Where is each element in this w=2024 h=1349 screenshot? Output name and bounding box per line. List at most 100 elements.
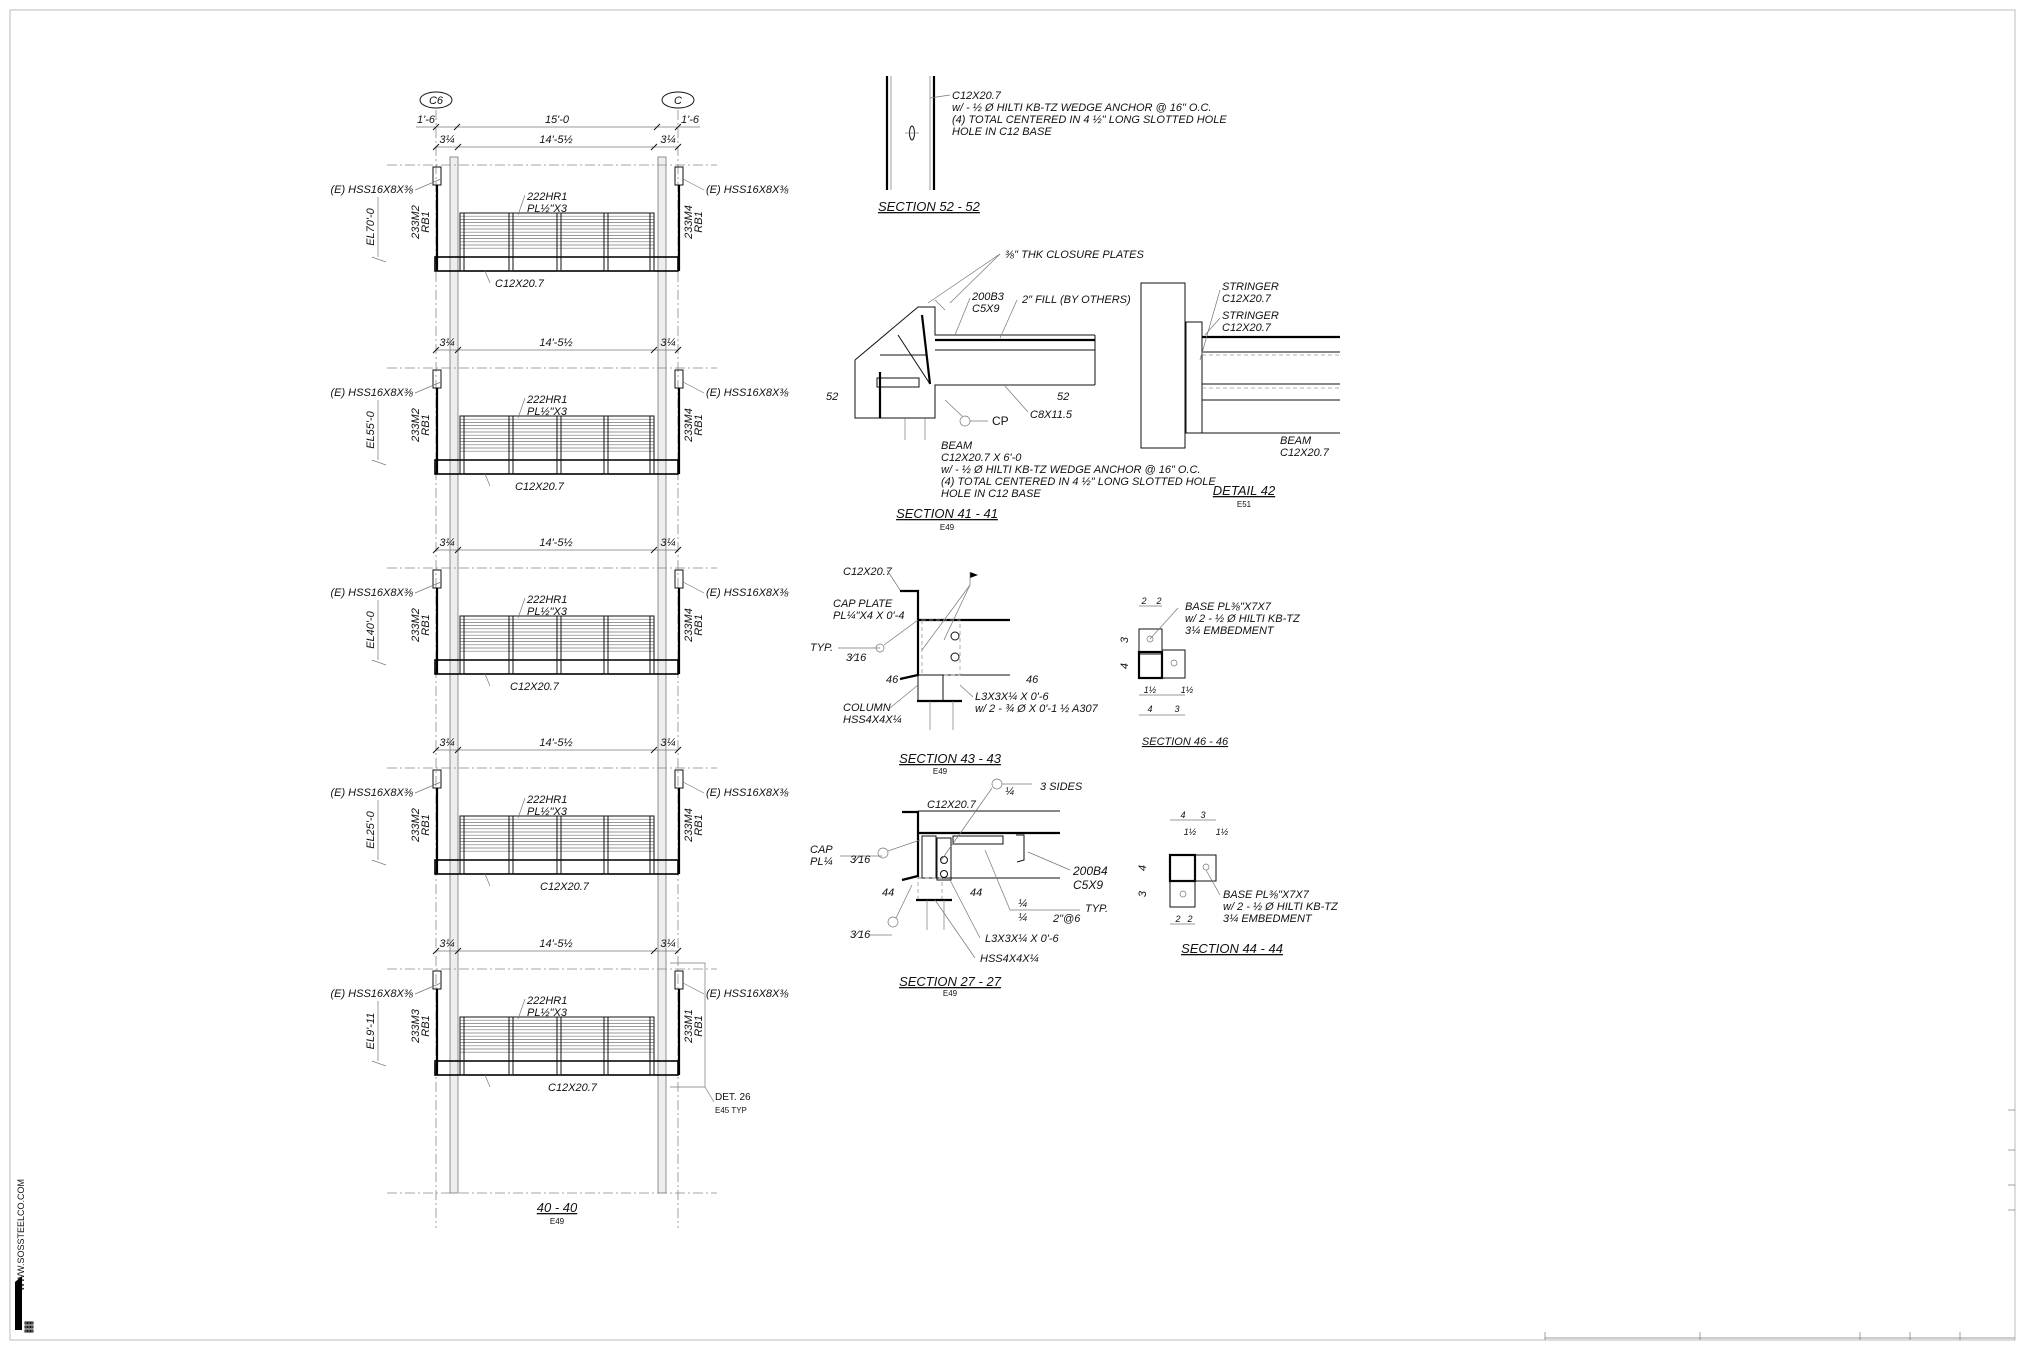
weld-symbol bbox=[991, 778, 1003, 790]
channel-200b4 bbox=[952, 835, 1004, 845]
rail-mark: 222HR1 bbox=[526, 794, 567, 806]
line-work bbox=[895, 884, 913, 919]
dim-tick bbox=[650, 346, 658, 354]
note-text: (4) TOTAL CENTERED IN 4 ½" LONG SLOTTED … bbox=[952, 114, 1227, 126]
leader bbox=[517, 797, 526, 819]
handrail-post bbox=[556, 615, 562, 675]
channel-c12 bbox=[899, 589, 920, 681]
grid-label-c6: C6 bbox=[429, 95, 444, 107]
dimension-text: 15'-0 bbox=[545, 114, 570, 126]
line-work bbox=[1004, 385, 1029, 413]
hss-label-right: (E) HSS16X8X⅜ bbox=[706, 787, 789, 799]
handrail-post bbox=[508, 815, 514, 875]
hss-column-left bbox=[432, 369, 442, 389]
dim-tick bbox=[674, 346, 682, 354]
cap-size: PL¼"X4 X 0'-4 bbox=[833, 610, 904, 622]
view-title: 40 - 40 bbox=[537, 1200, 578, 1215]
hanger-rb-left: RB1 bbox=[420, 814, 432, 835]
weld-size: 3⁄16 bbox=[850, 929, 871, 941]
grid-label-c: C bbox=[674, 95, 682, 107]
website-logo-text: WWW.SOSSTEELCO.COM bbox=[16, 1179, 26, 1291]
dimension-text: 2 bbox=[1174, 914, 1180, 924]
base-note: 3¼ EMBEDMENT bbox=[1185, 625, 1275, 637]
grid-bubble-c6 bbox=[419, 91, 453, 109]
leader bbox=[921, 584, 971, 651]
beam-note: w/ - ½ Ø HILTI KB-TZ WEDGE ANCHOR @ 16" … bbox=[941, 464, 1201, 476]
hanger-rb-right: RB1 bbox=[693, 1015, 705, 1036]
view-sheet: E49 bbox=[943, 989, 958, 998]
hanger-rb-left: RB1 bbox=[420, 211, 432, 232]
leader bbox=[517, 998, 526, 1020]
leader bbox=[929, 94, 951, 99]
cut-mark: 44 bbox=[882, 887, 894, 899]
dimension-text: 2 bbox=[1140, 596, 1146, 606]
view-sheet: E51 bbox=[1237, 500, 1252, 509]
elevation-mark: EL40'-0 bbox=[365, 610, 377, 648]
dim-tick bbox=[432, 346, 440, 354]
beam-size: C12X20.7 bbox=[1280, 447, 1330, 459]
dimension-text: 3¼ bbox=[660, 337, 675, 349]
closure-label: ⅜" THK CLOSURE PLATES bbox=[1005, 249, 1144, 261]
handrail-post bbox=[603, 212, 609, 272]
wall-strip-right bbox=[657, 156, 667, 1194]
note-text: HOLE IN C12 BASE bbox=[952, 126, 1052, 138]
logo-dot bbox=[27, 1321, 31, 1325]
column-label: COLUMN bbox=[843, 702, 891, 714]
hanger-mark-left: 233M2 bbox=[410, 408, 422, 443]
hss-label-left: (E) HSS16X8X⅜ bbox=[330, 787, 413, 799]
detail-callout-box bbox=[670, 962, 706, 1088]
typ-label: TYP. bbox=[1085, 903, 1108, 915]
leader bbox=[414, 982, 442, 995]
leader bbox=[682, 581, 705, 594]
weld-size: ¼ bbox=[1005, 786, 1014, 798]
handrail-post bbox=[649, 212, 655, 272]
leader bbox=[414, 381, 442, 394]
weld-size: 3⁄16 bbox=[850, 854, 871, 866]
hanger-mark-left: 233M2 bbox=[410, 808, 422, 843]
leader bbox=[371, 256, 387, 263]
weld-symbol bbox=[877, 847, 889, 859]
cap-plate bbox=[921, 835, 937, 879]
hanger-mark-left: 233M2 bbox=[410, 608, 422, 643]
leader bbox=[682, 982, 705, 995]
dimension-text: 14'-5½ bbox=[539, 337, 572, 349]
handrail-post bbox=[459, 615, 465, 675]
member-size: C5X9 bbox=[972, 303, 1000, 315]
typ-label: TYP. bbox=[810, 642, 833, 654]
line-work bbox=[999, 299, 1018, 339]
leader bbox=[484, 473, 491, 487]
cap-label: CAP bbox=[810, 844, 833, 856]
channel-label: C12X20.7 bbox=[843, 566, 893, 578]
dim-tick bbox=[432, 746, 440, 754]
dimension-text: 1'-6 bbox=[681, 114, 700, 126]
dimension-text: 3¼ bbox=[439, 938, 454, 950]
dim-tick bbox=[674, 746, 682, 754]
logo-dot bbox=[27, 1329, 31, 1333]
rail-plate: PL½"X3 bbox=[527, 806, 568, 818]
dim-tick bbox=[653, 123, 661, 131]
beam-label: C12X20.7 bbox=[510, 681, 560, 693]
base-plate-tab bbox=[1138, 628, 1163, 655]
detail-reference: DET. 26 bbox=[715, 1092, 751, 1103]
hanger-rb-right: RB1 bbox=[693, 414, 705, 435]
line-work bbox=[984, 849, 1011, 911]
dim-tick bbox=[674, 143, 682, 151]
cut-mark: 46 bbox=[1026, 674, 1039, 686]
wall-strip-left bbox=[449, 156, 459, 1194]
hss-label-left: (E) HSS16X8X⅜ bbox=[330, 184, 413, 196]
view-title: SECTION 41 - 41 bbox=[896, 506, 998, 521]
hanger-mark-left: 233M2 bbox=[410, 205, 422, 240]
dimension-text: 4 bbox=[1119, 663, 1131, 669]
dim-tick bbox=[674, 947, 682, 955]
bolt bbox=[950, 652, 960, 662]
leader bbox=[414, 781, 442, 794]
hanger-rb-left: RB1 bbox=[420, 614, 432, 635]
line-work bbox=[1199, 289, 1221, 361]
member-mark: 200B4 bbox=[1072, 864, 1108, 878]
hanger-rb-right: RB1 bbox=[693, 614, 705, 635]
end-plate bbox=[1185, 321, 1203, 434]
beam-note: BEAM bbox=[941, 440, 973, 452]
field-weld-symbol bbox=[959, 415, 971, 427]
dimension-text: 3 bbox=[1200, 810, 1205, 820]
